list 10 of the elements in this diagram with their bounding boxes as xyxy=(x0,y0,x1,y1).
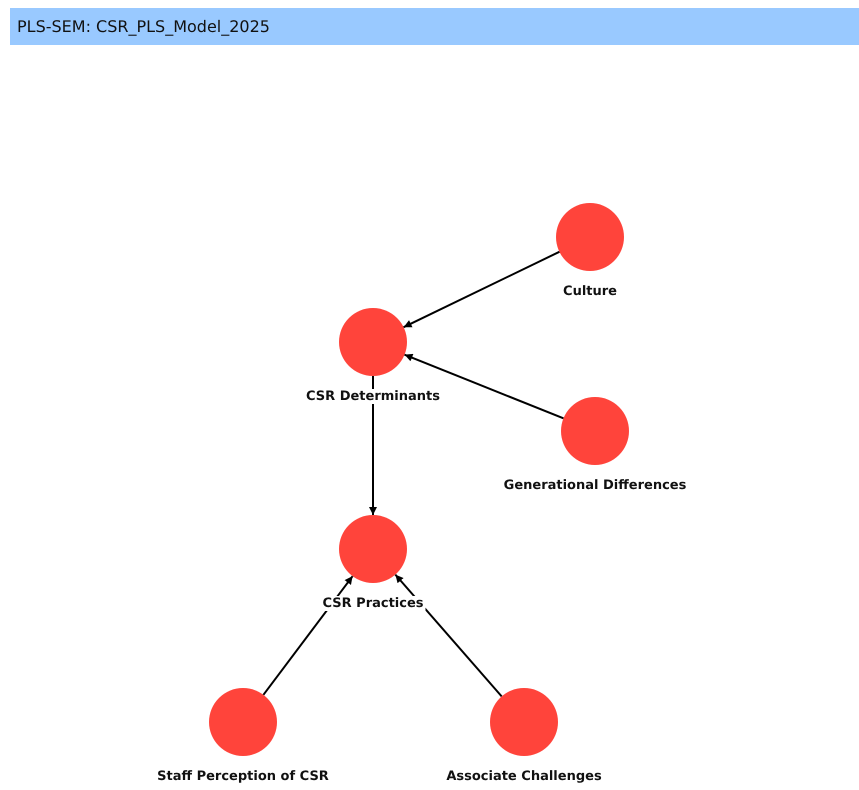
arrow xyxy=(394,574,502,698)
construct-label: CSR Practices xyxy=(320,596,426,611)
arrow xyxy=(404,354,564,420)
title-bar: PLS-SEM: CSR_PLS_Model_2025 xyxy=(10,8,859,45)
construct-label: Associate Challenges xyxy=(444,769,604,784)
construct-label: CSR Determinants xyxy=(304,389,442,404)
arrow xyxy=(369,376,377,515)
arrow xyxy=(262,576,354,696)
construct-label: Staff Perception of CSR xyxy=(155,769,331,784)
arrow xyxy=(403,250,560,328)
